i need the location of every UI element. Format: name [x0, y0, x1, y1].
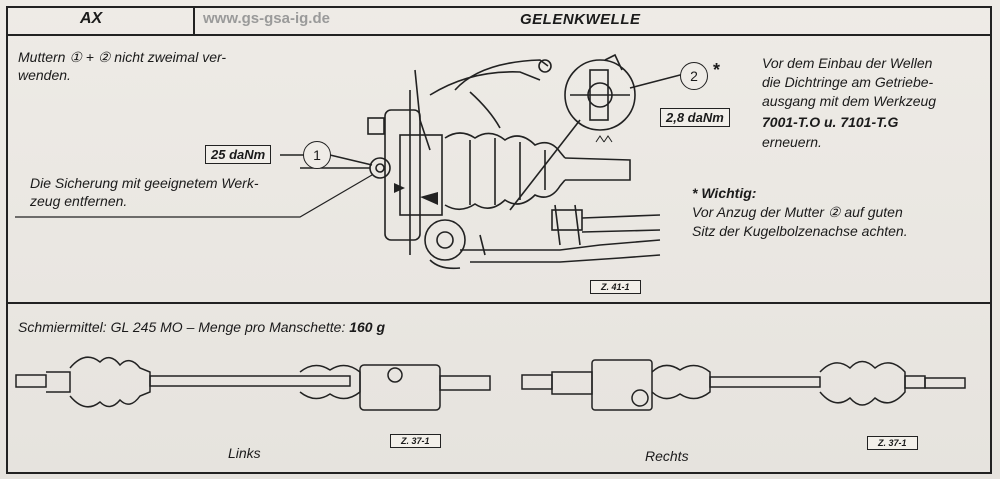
important-text: Vor Anzug der Mutter ② auf guten Sitz de… [692, 204, 908, 239]
install-end: erneuern. [762, 134, 822, 150]
figure-ref-37-1-left: Z. 37-1 [390, 434, 441, 448]
page-title: GELENKWELLE [520, 11, 641, 28]
label-left: Links [228, 445, 261, 461]
lubricant-amount: 160 g [349, 319, 386, 335]
important-heading: * Wichtig: [692, 185, 757, 201]
header-divider [6, 34, 992, 36]
model-code: AX [80, 10, 103, 27]
header-separator [193, 6, 195, 36]
callout-1: 1 [303, 141, 331, 169]
figure-ref-37-1-right: Z. 37-1 [867, 436, 918, 450]
note-nuts: Muttern ① + ② nicht zweimal ver- wenden. [18, 49, 227, 83]
label-right: Rechts [645, 448, 689, 464]
torque-label-25: 25 daNm [205, 145, 272, 164]
callout-2: 2 [680, 62, 708, 90]
install-text: Vor dem Einbau der Wellen die Dichtringe… [762, 55, 937, 109]
note-lock: Die Sicherung mit geeignetem Werk- zeug … [30, 175, 259, 209]
lubricant-text: Schmiermittel: GL 245 MO – Menge pro Man… [18, 319, 386, 335]
figure-ref-41-1: Z. 41-1 [590, 280, 641, 294]
section-divider [6, 302, 992, 304]
watermark-url: www.gs-gsa-ig.de [203, 10, 330, 27]
page-frame [6, 6, 992, 474]
asterisk-mark: * [713, 60, 721, 80]
torque-label-2-8: 2,8 daNm [660, 108, 730, 127]
tool-numbers: 7001-T.O u. 7101-T.G [762, 114, 899, 130]
